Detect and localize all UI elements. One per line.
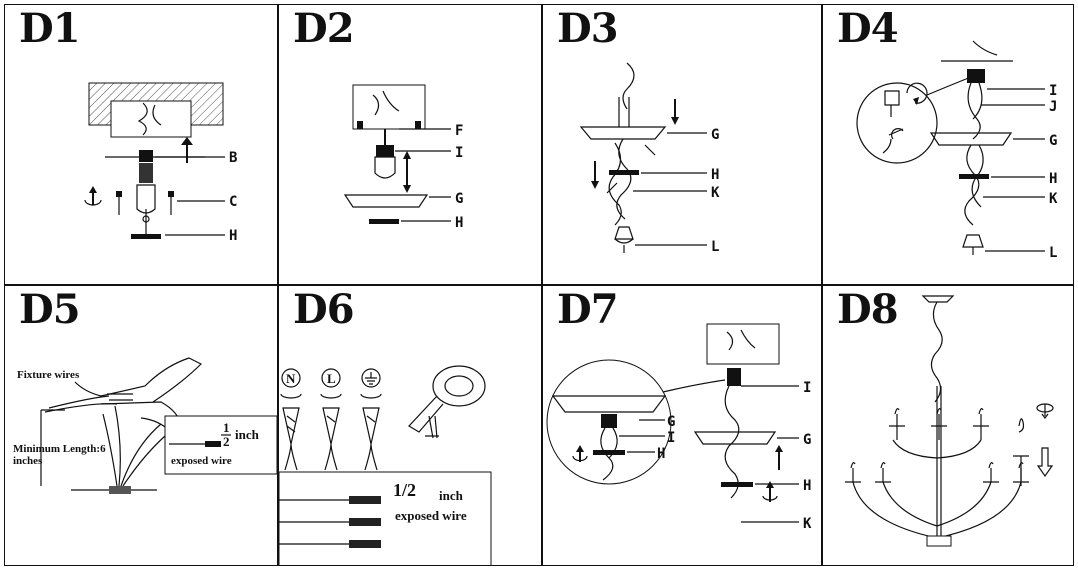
label-i: I [1049,83,1057,99]
panel-d5: D5 Fixture wires Minimum Length:6 inches… [4,285,278,566]
d2-drawing: F I G H [343,84,463,231]
panel-d4: D4 I J G H K L [822,4,1074,285]
ground-icon [361,368,381,388]
panel-d3: D3 G H K L [542,4,822,285]
label-k: K [711,185,720,201]
label-l: L [1049,245,1057,261]
min-length-label: Minimum Length:6 [13,443,106,455]
label-c: C [229,194,237,210]
fixture-wires-label: Fixture wires [17,369,80,381]
d4-drawing: I J G H K L [856,40,1058,261]
panel-d1: D1 [4,4,278,285]
panel-title: D1 [19,5,81,52]
neutral-symbol: N [286,371,296,386]
label-h: H [803,478,811,494]
label-l: L [711,239,719,255]
exposed-wire-label: exposed wire [395,508,467,523]
label-h: H [1049,171,1057,187]
panel-title: D5 [19,286,81,333]
exposed-wire-label: exposed wire [171,455,232,467]
live-symbol: L [327,371,336,386]
inset-label-i: I [667,430,675,446]
label-g: G [455,191,463,207]
inch-label: inch [235,427,260,442]
label-g: G [711,127,719,143]
panel-d7: D7 I G H [542,285,822,566]
label-g: G [1049,133,1057,149]
label-i: I [455,145,463,161]
half-denominator: 2 [223,434,230,449]
panel-d8: D8 [822,285,1074,566]
d7-drawing: I G H K G I H [546,323,812,532]
panel-title: D6 [293,286,355,333]
inset-label-g: G [667,414,675,430]
panel-title: D8 [837,286,899,333]
label-k: K [803,516,812,532]
inset-label-h: H [657,446,665,462]
label-f: F [455,123,463,139]
half-numerator: 1 [223,420,230,435]
d3-drawing: G H K L [579,62,720,255]
label-b: B [229,150,237,166]
label-g: G [803,432,811,448]
label-h: H [455,215,463,231]
min-length-unit: inches [13,455,43,467]
d5-drawing: Fixture wires Minimum Length:6 inches 1 … [13,357,277,494]
panel-title: D4 [837,5,899,52]
d8-drawing [845,295,1054,547]
d1-drawing: B C H [84,82,237,244]
label-i: I [803,380,811,396]
label-k: K [1049,191,1058,207]
panel-title: D2 [293,5,355,52]
inch-label: inch [439,488,464,503]
d6-drawing: N L 1/2 inch exposed wire [279,365,492,565]
panel-title: D3 [557,5,619,52]
half-inch-value: 1/2 [393,480,416,500]
label-h: H [229,228,237,244]
panel-title: D7 [557,286,619,333]
label-h: H [711,167,719,183]
label-j: J [1049,99,1057,115]
panel-d2: D2 F I G H [278,4,542,285]
panel-d6: D6 N L 1/2 inch exposed wire [278,285,542,566]
